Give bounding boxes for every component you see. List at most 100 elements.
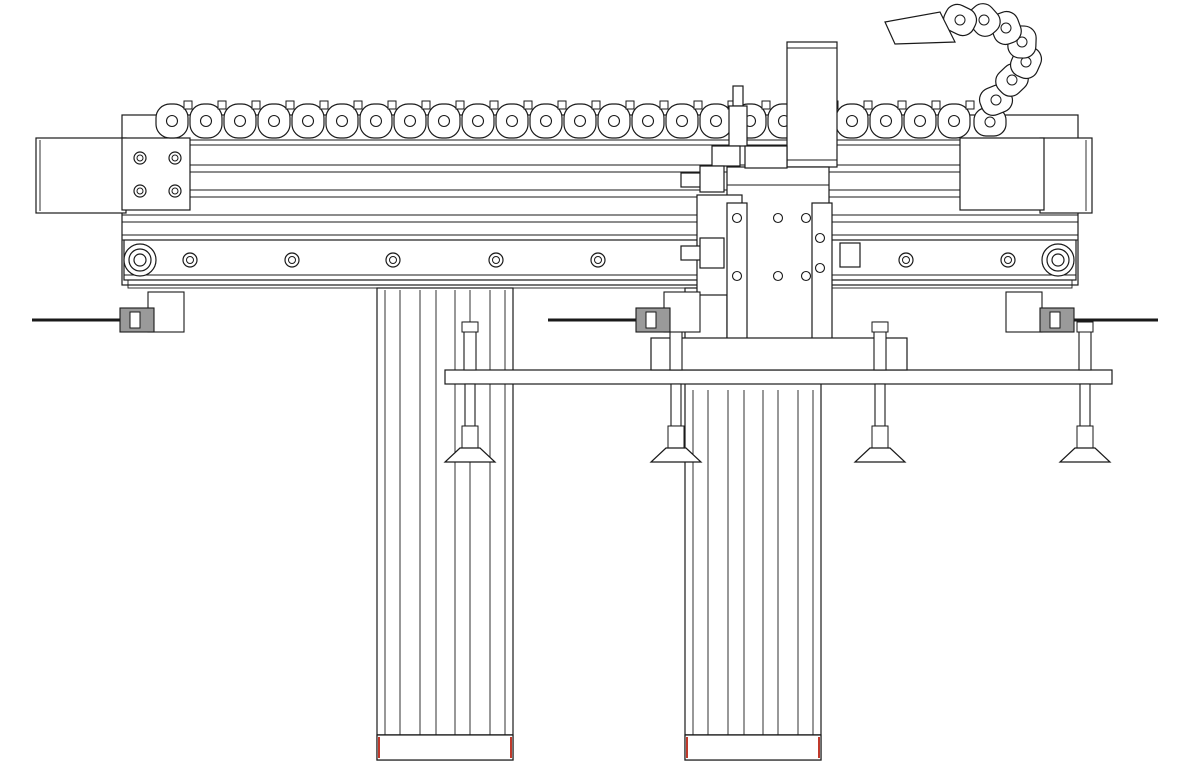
chain-link-tab (523, 100, 533, 110)
end-bolt-inner (136, 187, 144, 195)
chain-link-pin (369, 114, 383, 128)
chain-link-pin (403, 114, 417, 128)
chain-link-pin (913, 114, 927, 128)
pneumatic-fitting-upper (680, 85, 788, 193)
suction-stem-lower (1079, 383, 1091, 427)
chain-link-pin (709, 114, 723, 128)
rail-hole-inner (902, 256, 910, 264)
end-roller-right (1041, 243, 1075, 277)
end-bolt-inner (136, 154, 144, 162)
suction-nut (1076, 321, 1094, 333)
chain-arc-pin (1006, 74, 1018, 86)
chain-arc-pin (978, 14, 990, 26)
chain-link-pin (165, 114, 179, 128)
rail-hole-inner (492, 256, 500, 264)
limit-sensor-group (32, 291, 1158, 333)
carriage-hole (731, 212, 743, 224)
chain-link-pin (267, 114, 281, 128)
carriage-hole (772, 270, 784, 282)
chain-link-tab (591, 100, 601, 110)
chain-link-pin (607, 114, 621, 128)
vertical-mast (786, 41, 838, 168)
chain-link-pin (947, 114, 961, 128)
suction-cup (1058, 447, 1112, 463)
chain-link-tab (897, 100, 907, 110)
rail-hole-inner (1004, 256, 1012, 264)
chain-link-tab (557, 100, 567, 110)
sensor-bracket (1005, 291, 1043, 333)
chain-link-pin (301, 114, 315, 128)
chain-link-tab (625, 100, 635, 110)
suction-cup (853, 447, 907, 463)
suction-stem-lower (874, 383, 886, 427)
chain-link-tab (421, 100, 431, 110)
rail-hole-inner (594, 256, 602, 264)
pneumatic-fitting-lower (680, 237, 861, 269)
rail-hole-inner (389, 256, 397, 264)
chain-link-pin (879, 114, 893, 128)
end-bolt-inner (171, 187, 179, 195)
chain-link-tab (455, 100, 465, 110)
end-plate-bolts (133, 151, 182, 198)
end-roller-left (123, 243, 157, 277)
chain-link-pin (437, 114, 451, 128)
suction-nut (461, 321, 479, 333)
chain-link-tab (693, 100, 703, 110)
chain-arc-pin (1000, 22, 1012, 34)
carriage-hole (814, 262, 826, 274)
chain-link-tab (489, 100, 499, 110)
suction-fitting (1076, 425, 1094, 449)
beam-end-left (35, 137, 191, 214)
chain-link-tab (319, 100, 329, 110)
suction-fitting (667, 425, 685, 449)
chain-link-tab (965, 100, 975, 110)
chain-link-tab (659, 100, 669, 110)
chain-link-tab (387, 100, 397, 110)
chain-link-pin (573, 114, 587, 128)
chain-link-tab (183, 100, 193, 110)
rail-mount-holes (182, 252, 1016, 268)
end-bolt-inner (171, 154, 179, 162)
suction-cup (649, 447, 703, 463)
suction-nut (871, 321, 889, 333)
chain-link-pin (845, 114, 859, 128)
suction-fitting (871, 425, 889, 449)
chain-link-pin (505, 114, 519, 128)
chain-link-tab (761, 100, 771, 110)
chain-link-tab (217, 100, 227, 110)
chain-end-bracket (884, 11, 956, 45)
carriage-holes (731, 212, 826, 282)
chain-link-tab (285, 100, 295, 110)
chain-arc-pin (990, 94, 1002, 106)
chain-link-pin (233, 114, 247, 128)
beam-end-right (959, 137, 1093, 214)
chain-link-tab (931, 100, 941, 110)
rail-hole-inner (288, 256, 296, 264)
suction-stem-lower (464, 383, 476, 427)
suction-stem-lower (670, 383, 682, 427)
chain-link-pin (199, 114, 213, 128)
suction-cup (443, 447, 497, 463)
chain-link-pin (335, 114, 349, 128)
chain-link-pin (471, 114, 485, 128)
chain-link-pin (675, 114, 689, 128)
carriage-hole (800, 212, 812, 224)
chain-arc-pin (954, 14, 966, 26)
chain-arc-pin (984, 116, 996, 128)
sensor-window (129, 311, 141, 329)
chain-link-tab (863, 100, 873, 110)
chain-arc-pin (1016, 36, 1028, 48)
suction-fitting (461, 425, 479, 449)
rail-hole-inner (186, 256, 194, 264)
cable-chain-arc (884, 3, 1043, 137)
suction-cross-bar (444, 337, 1113, 385)
chain-link-pin (641, 114, 655, 128)
carriage-hole (814, 232, 826, 244)
carriage-hole (800, 270, 812, 282)
sensor-window (645, 311, 657, 329)
carriage-hole (772, 212, 784, 224)
vertical-column-left (376, 287, 514, 761)
carriage-hole (731, 270, 743, 282)
